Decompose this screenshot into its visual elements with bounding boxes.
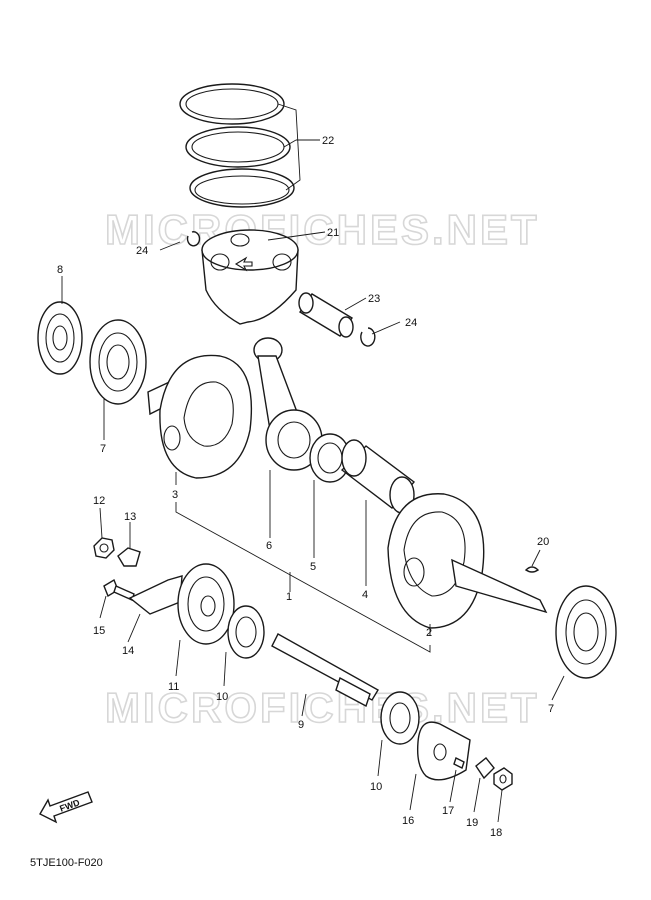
- callout-21: 21: [327, 227, 339, 239]
- callout-12: 12: [93, 495, 105, 507]
- piston-pin: [298, 292, 354, 338]
- balancer-bearing-lower: [380, 691, 420, 745]
- leader-21: [267, 231, 326, 241]
- callout-8: 8: [57, 264, 63, 276]
- callout-13: 13: [124, 511, 136, 523]
- callout-24-right: 24: [405, 317, 417, 329]
- callout-2: 2: [426, 627, 432, 639]
- shaft-nut: [493, 767, 513, 791]
- callout-17: 17: [442, 805, 454, 817]
- watermark-top: MICROFICHES.NET: [105, 206, 540, 253]
- nut: [93, 537, 115, 559]
- leader-9: [301, 693, 307, 717]
- woodruff-key: [524, 566, 540, 573]
- leader-20: [531, 549, 541, 567]
- leader-10-lower: [377, 739, 383, 777]
- leader-10-upper: [223, 651, 227, 687]
- leader-17: [449, 769, 457, 803]
- callout-7-right: 7: [548, 703, 554, 715]
- leader-18: [497, 789, 503, 823]
- leader-24-left: [159, 241, 181, 251]
- callout-6: 6: [266, 540, 272, 552]
- callout-9: 9: [298, 719, 304, 731]
- callout-14: 14: [122, 645, 134, 657]
- piston: [201, 229, 299, 325]
- right-main-bearing: [555, 585, 617, 679]
- callout-10-lower: 10: [370, 781, 382, 793]
- leader-22: [277, 103, 320, 191]
- leader-19: [473, 777, 481, 813]
- leader-11: [175, 639, 181, 677]
- connecting-rod: [253, 337, 323, 471]
- balancer-plate: [128, 575, 183, 615]
- callout-11: 11: [168, 681, 179, 693]
- callout-22: 22: [322, 135, 334, 147]
- lock-washer: [117, 547, 141, 567]
- callout-23: 23: [368, 293, 380, 305]
- fwd-label: FWD: [58, 797, 81, 814]
- circlip-left: [186, 231, 201, 247]
- callout-16: 16: [402, 815, 414, 827]
- shaft-key: [453, 757, 465, 769]
- watermark-bottom: MICROFICHES.NET: [105, 684, 540, 731]
- callout-15: 15: [93, 625, 105, 637]
- balancer-bearing-upper: [227, 605, 265, 659]
- needle-bearing: [309, 433, 351, 483]
- assembly-bracket-1: [175, 502, 431, 653]
- callout-18: 18: [490, 827, 502, 839]
- callout-10-upper: 10: [216, 691, 228, 703]
- callout-3: 3: [172, 489, 178, 501]
- piston-rings: [179, 83, 295, 208]
- callout-24-left: 24: [136, 245, 148, 257]
- leader-24-right: [371, 321, 401, 335]
- circlip-right: [360, 327, 376, 347]
- washer: [475, 757, 495, 780]
- callout-1: 1: [286, 591, 292, 603]
- diagram-code: 5TJE100-F020: [30, 857, 103, 869]
- left-main-bearing: [89, 319, 147, 405]
- leader-16: [409, 773, 417, 811]
- timing-sprocket: [37, 301, 83, 375]
- fwd-arrow-icon: FWD: [39, 791, 93, 824]
- balancer-shaft: [271, 633, 379, 708]
- callout-5: 5: [310, 561, 316, 573]
- leader-23: [344, 297, 367, 311]
- right-crank-half: [387, 493, 548, 629]
- callout-20: 20: [537, 536, 549, 548]
- leader-14: [127, 613, 141, 643]
- bolt: [103, 578, 135, 601]
- callout-19: 19: [466, 817, 478, 829]
- left-crank-half: [147, 354, 253, 479]
- leader-12: [99, 507, 103, 539]
- leader-7-right: [551, 675, 565, 701]
- callout-7-left: 7: [100, 443, 106, 455]
- balancer-gear: [177, 563, 235, 645]
- leader-15: [99, 595, 107, 619]
- crank-pin: [340, 439, 416, 514]
- callout-4: 4: [362, 589, 368, 601]
